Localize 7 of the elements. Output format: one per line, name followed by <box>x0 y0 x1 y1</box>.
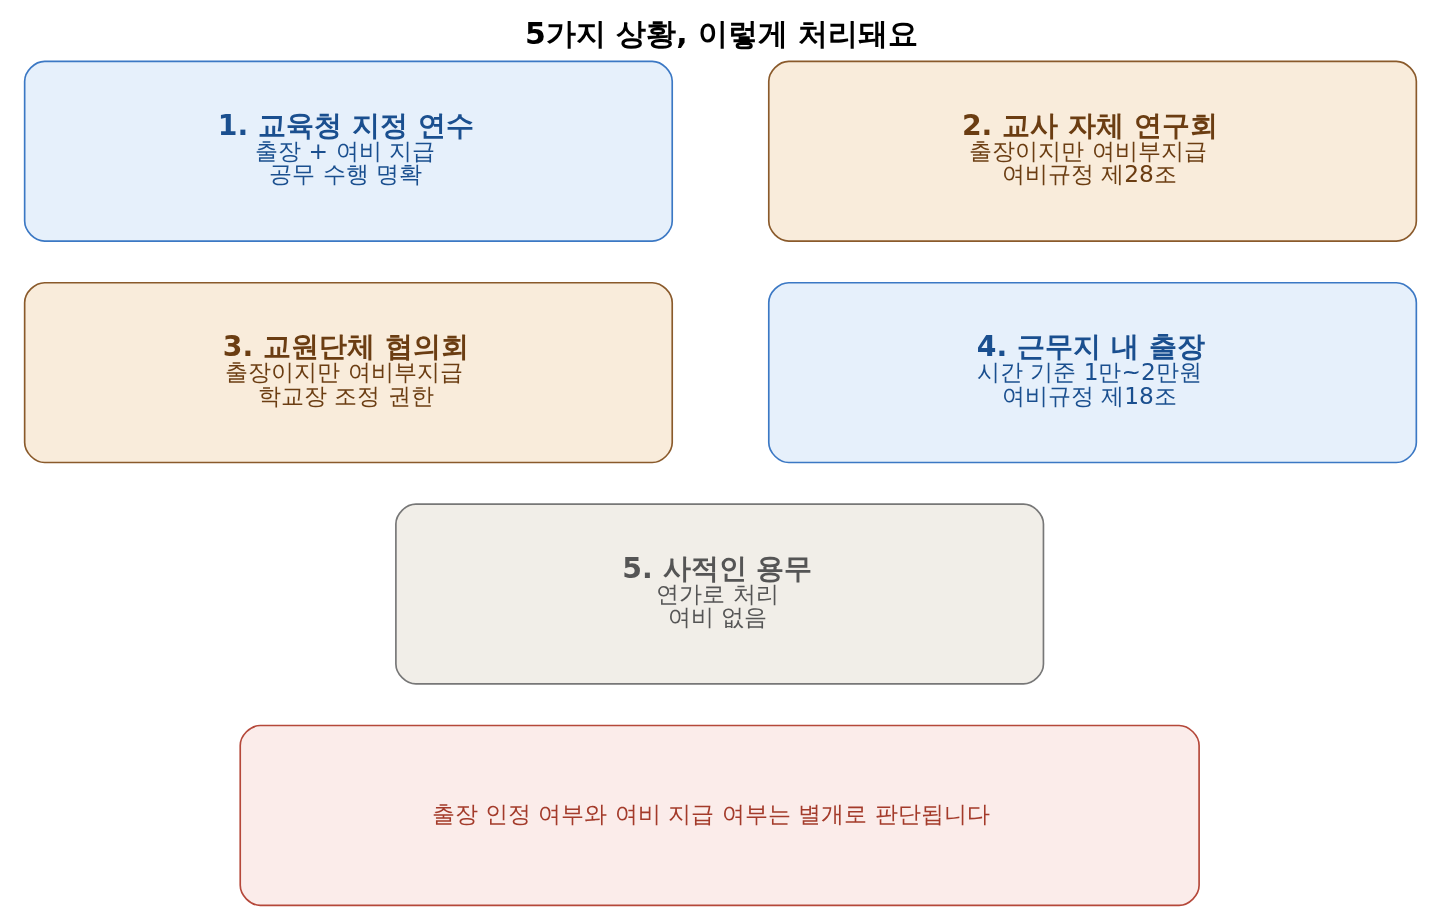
node-box: 3. 교원단체 협의회 출장이지만 여비부지급 학교장 조정 권한 <box>23 281 673 464</box>
node-box: 2. 교사 자체 연구회 출장이지만 여비부지급 여비규정 제28조 <box>767 60 1417 242</box>
node-box: 1. 교육청 지정 연수 출장 + 여비 지급 공무 수행 명확 <box>23 60 673 242</box>
node-box: 출장 인정 여부와 여비 지급 여부는 별개로 판단됩니다 <box>238 724 1200 907</box>
node-box: 4. 근무지 내 출장 시간 기준 1만~2만원 여비규정 제18조 <box>767 281 1417 464</box>
node-box: 5. 사적인 용무 연가로 처리 여비 없음 <box>394 503 1044 685</box>
diagram-title: 5가지 상황, 이렇게 처리돼요 <box>524 15 918 51</box>
